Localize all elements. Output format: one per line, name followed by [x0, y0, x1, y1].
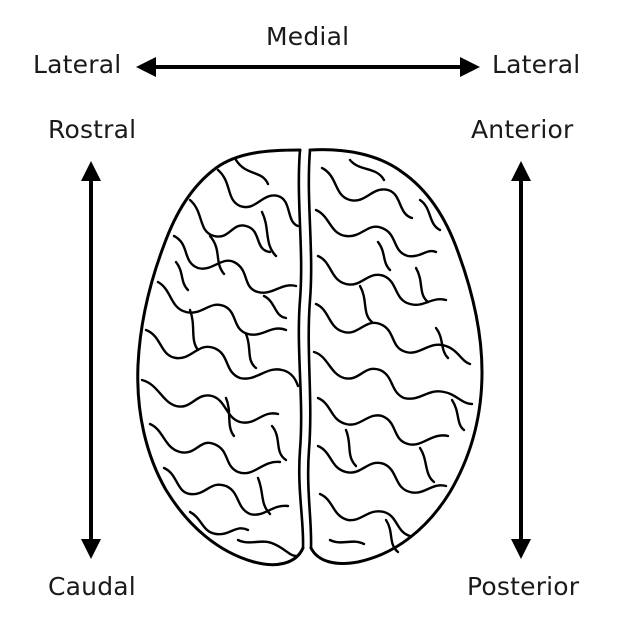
left-hemisphere-outline	[136, 148, 305, 567]
right-hemisphere-outline	[308, 148, 484, 565]
lateral-right-label: Lateral	[492, 50, 581, 79]
lateral-left-label: Lateral	[33, 50, 122, 79]
posterior-label: Posterior	[467, 572, 580, 601]
longitudinal-fissure	[297, 148, 305, 550]
medial-label: Medial	[266, 22, 350, 51]
rostral-label: Rostral	[48, 115, 137, 144]
anterior-label: Anterior	[471, 115, 574, 144]
brain-top-view-icon	[136, 148, 484, 567]
caudal-label: Caudal	[48, 572, 136, 601]
